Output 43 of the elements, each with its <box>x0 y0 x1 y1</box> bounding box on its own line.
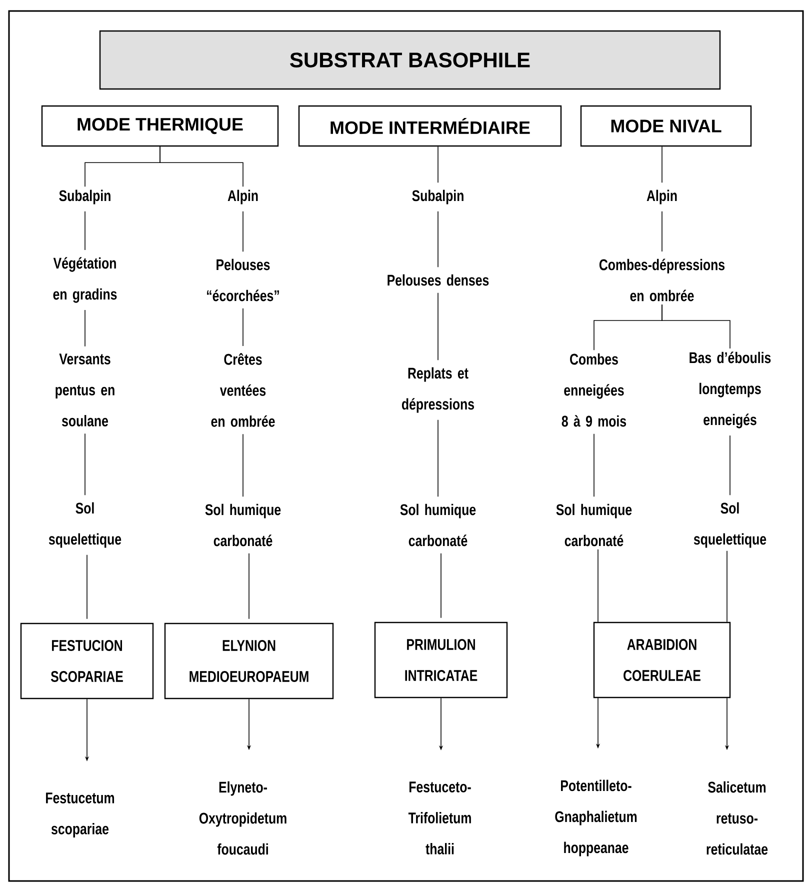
node-text: Sol squelettique <box>48 502 122 548</box>
node-text: Versants pentus en soulane <box>56 354 114 426</box>
node-text: Subalpin <box>412 190 464 204</box>
connector-line <box>84 433 86 496</box>
alliance-box: ELYNION MEDIOEUROPAEUM <box>164 622 334 700</box>
connector-line <box>160 146 244 187</box>
connector-line <box>86 554 88 620</box>
node-text: Alpin <box>646 190 677 204</box>
node-text: Sol humique carbonaté <box>400 504 476 546</box>
node-text: Salicetum retuso-reticulatae <box>706 781 768 855</box>
connector-line <box>248 553 250 620</box>
node-text: Pelouses denses <box>388 274 489 286</box>
node-text: Bas d’éboulis longtemps enneigés <box>690 352 771 428</box>
mode-box: MODE INTERMÉDIAIRE <box>298 105 562 147</box>
connector-line <box>440 553 442 618</box>
mode-box: MODE NIVAL <box>580 105 752 147</box>
connector-line <box>662 304 730 349</box>
node-text: Subalpin <box>59 190 110 204</box>
node-text: Sol humique carbonaté <box>556 504 632 546</box>
mode-box: MODE THERMIQUE <box>41 105 279 147</box>
connector-line <box>726 550 728 622</box>
connector-line <box>242 434 244 498</box>
connector-line <box>242 308 244 346</box>
title-box: SUBSTRAT BASOPHILE <box>99 30 721 90</box>
node-text: Crêtes ventées en ombrée <box>211 353 275 427</box>
alliance-box: FESTUCION SCOPARIAE <box>20 622 154 700</box>
connector-line <box>84 310 86 347</box>
node-text: Combes-dépressions en ombrée <box>599 258 725 302</box>
node-text: Potentilleto-Gnaphalietum hoppeanae <box>555 780 637 856</box>
node-text: Replats et dépressions <box>402 367 474 413</box>
connector-line <box>242 211 244 252</box>
node-text: Elyneto-Oxytropidetum foucaudi <box>199 781 286 855</box>
connector-line <box>84 211 86 250</box>
node-text: Festucetum scopariae <box>46 792 114 838</box>
node-text: Pelouses “écorchées” <box>207 258 279 302</box>
alliance-box: ARABIDION COERULEAE <box>593 622 731 698</box>
node-text: Végétation en gradins <box>53 257 117 303</box>
node-text: Alpin <box>228 190 258 204</box>
node-text: Sol humique carbonaté <box>205 504 281 546</box>
node-text: Festuceto-Trifolietum thalii <box>408 782 471 854</box>
node-text: Sol squelettique <box>694 502 766 548</box>
node-text: Combes enneigées 8 à 9 mois <box>562 353 626 427</box>
alliance-box: PRIMULION INTRICATAE <box>374 622 508 698</box>
